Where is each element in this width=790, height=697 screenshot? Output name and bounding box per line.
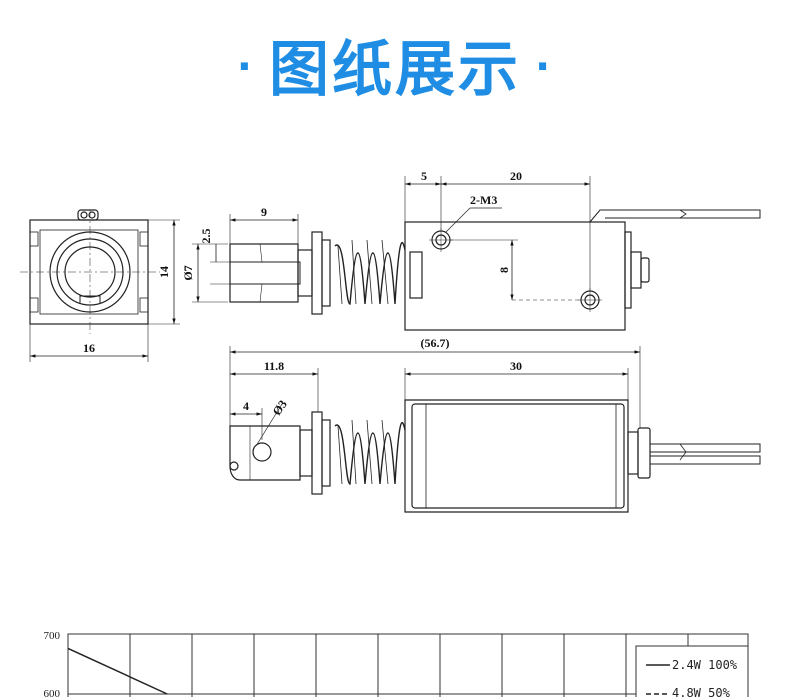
dim-frame-length: 30: [510, 359, 522, 373]
plunger: [229, 243, 299, 303]
dim-pin-offset: 4: [243, 399, 249, 413]
title-text: 图纸展示: [269, 35, 521, 105]
legend-label-1: 2.4W 100%: [672, 658, 738, 672]
chart-legend: [635, 645, 749, 697]
dim-screw-spacing: 20: [510, 169, 522, 183]
series-line-1: [67, 647, 168, 695]
solenoid-body: [404, 221, 626, 331]
dim-screw-label: 2-M3: [470, 193, 497, 207]
top-view: [192, 176, 761, 331]
dim-plunger-slot: 2.5: [199, 229, 213, 244]
y-tick-600: 600: [44, 688, 61, 697]
dim-plunger-extension: 11.8: [264, 359, 284, 373]
title-dot-right: ·: [535, 44, 554, 91]
plunger-side: [229, 425, 301, 481]
dim-pin-hole-dia: Ø3: [270, 397, 290, 418]
dim-plunger-length: 9: [261, 205, 267, 219]
side-view: [229, 346, 761, 513]
dim-front-width: 16: [83, 341, 95, 355]
frame: [404, 399, 629, 513]
dim-front-height: 14: [157, 266, 171, 278]
page-title: · 图纸展示 ·: [0, 28, 790, 115]
dim-screw-offset: 5: [421, 169, 427, 183]
y-tick-700: 700: [44, 630, 61, 642]
force-chart: 700 600 2.4W 100% 4.8W 50%: [44, 630, 749, 697]
dim-plunger-dia: Ø7: [181, 265, 195, 280]
dim-screw-vertical: 8: [497, 267, 511, 273]
legend-label-2: 4.8W 50%: [672, 686, 731, 697]
front-view: [20, 209, 180, 362]
dim-overall-length: (56.7): [421, 336, 450, 350]
title-dot-left: ·: [236, 44, 255, 91]
